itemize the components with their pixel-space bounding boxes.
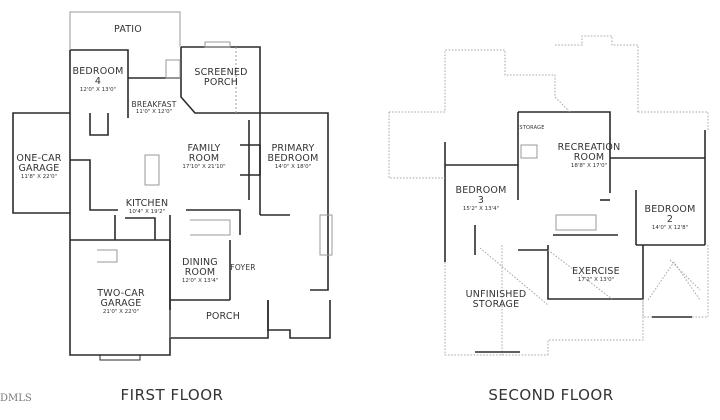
room-patio: PATIO: [114, 25, 142, 35]
first-floor-walls: [12, 46, 331, 361]
room-name-line2: BEDROOM: [267, 152, 319, 164]
room-name-line1: RECREATION: [557, 142, 621, 153]
room-name: FOYER: [230, 263, 256, 272]
room-two-car-garage: TWO-CAR GARAGE 21'0" X 22'0": [97, 289, 145, 316]
room-dining-room: DINING ROOM 12'0" X 13'4": [182, 258, 218, 285]
room-name-line1: DINING: [182, 257, 218, 268]
room-name-line1: UNFINISHED: [465, 289, 527, 300]
room-name-line1: SCREENED: [194, 67, 248, 78]
room-name-line1: ONE-CAR: [16, 153, 62, 164]
room-name-line2: ROOM: [188, 152, 220, 164]
room-porch: PORCH: [206, 312, 240, 322]
room-name: EXERCISE: [572, 266, 620, 277]
room-dimensions: 18'8" X 17'0": [570, 162, 608, 169]
room-dimensions: 12'0" X 13'4": [181, 277, 219, 284]
room-name-line2: 4: [94, 75, 102, 87]
room-storage: STORAGE: [519, 125, 545, 131]
room-bedroom-4: BEDROOM 4 12'0" X 13'0": [73, 67, 124, 94]
first-floor-title: FIRST FLOOR: [120, 386, 224, 404]
room-name-line1: BEDROOM: [72, 66, 124, 77]
room-name-line2: GARAGE: [18, 162, 60, 174]
room-name-line2: ROOM: [573, 151, 605, 163]
room-name: PORCH: [205, 311, 241, 322]
room-foyer: FOYER: [230, 264, 255, 272]
room-dimensions: 10'4" X 19'2": [128, 208, 166, 215]
room-dimensions: 15'2" X 13'4": [462, 205, 500, 212]
room-name-line2: GARAGE: [100, 297, 142, 309]
room-name: KITCHEN: [125, 198, 169, 209]
room-dimensions: 17'2" X 13'0": [577, 276, 615, 283]
room-name-line1: BEDROOM: [644, 204, 696, 215]
room-family-room: FAMILY ROOM 17'10" X 21'10": [182, 144, 225, 171]
room-name: PATIO: [114, 24, 142, 35]
room-primary-bedroom: PRIMARY BEDROOM 14'0" X 18'0": [268, 144, 319, 171]
room-bedroom-3: BEDROOM 3 15'2" X 13'4": [456, 186, 507, 213]
room-name-line1: BEDROOM: [455, 185, 507, 196]
second-floor-roof-lines: [388, 35, 709, 356]
room-dimensions: 17'10" X 21'10": [182, 163, 226, 170]
room-breakfast: BREAKFAST 11'0" X 12'0": [131, 101, 176, 116]
room-name-line2: STORAGE: [472, 298, 520, 310]
room-bedroom-2: BEDROOM 2 14'0" X 12'8": [645, 205, 696, 232]
first-floor-light-lines: [69, 11, 333, 338]
room-kitchen: KITCHEN 10'4" X 19'2": [126, 199, 169, 216]
room-name-line1: TWO-CAR: [97, 288, 145, 299]
second-floor-walls: [444, 111, 706, 300]
room-unfinished-storage: UNFINISHED STORAGE: [466, 290, 527, 310]
room-dimensions: 21'0" X 22'0": [102, 308, 140, 315]
room-dimensions: 11'8" X 22'0": [20, 173, 58, 180]
room-name-line2: 3: [477, 194, 485, 206]
room-dimensions: 11'0" X 12'0": [135, 108, 173, 115]
room-dimensions: 14'0" X 12'8": [651, 224, 689, 231]
room-exercise: EXERCISE 17'2" X 13'0": [572, 267, 620, 284]
room-name: BREAKFAST: [131, 100, 177, 109]
room-name: STORAGE: [519, 125, 545, 131]
room-name-line1: PRIMARY: [271, 143, 315, 154]
room-screened-porch: SCREENED PORCH: [194, 68, 247, 88]
watermark-logo: DMLS: [0, 393, 32, 404]
room-one-car-garage: ONE-CAR GARAGE 11'8" X 22'0": [16, 154, 61, 181]
room-name-line1: FAMILY: [187, 143, 221, 154]
room-dimensions: 12'0" X 13'0": [79, 86, 117, 93]
room-name-line2: ROOM: [184, 266, 216, 278]
second-floor-title: SECOND FLOOR: [488, 386, 614, 404]
room-name-line2: PORCH: [203, 76, 239, 88]
room-recreation-room: RECREATION ROOM 18'8" X 17'0": [558, 143, 621, 170]
room-name-line2: 2: [666, 213, 674, 225]
room-dimensions: 14'0" X 18'0": [274, 163, 312, 170]
